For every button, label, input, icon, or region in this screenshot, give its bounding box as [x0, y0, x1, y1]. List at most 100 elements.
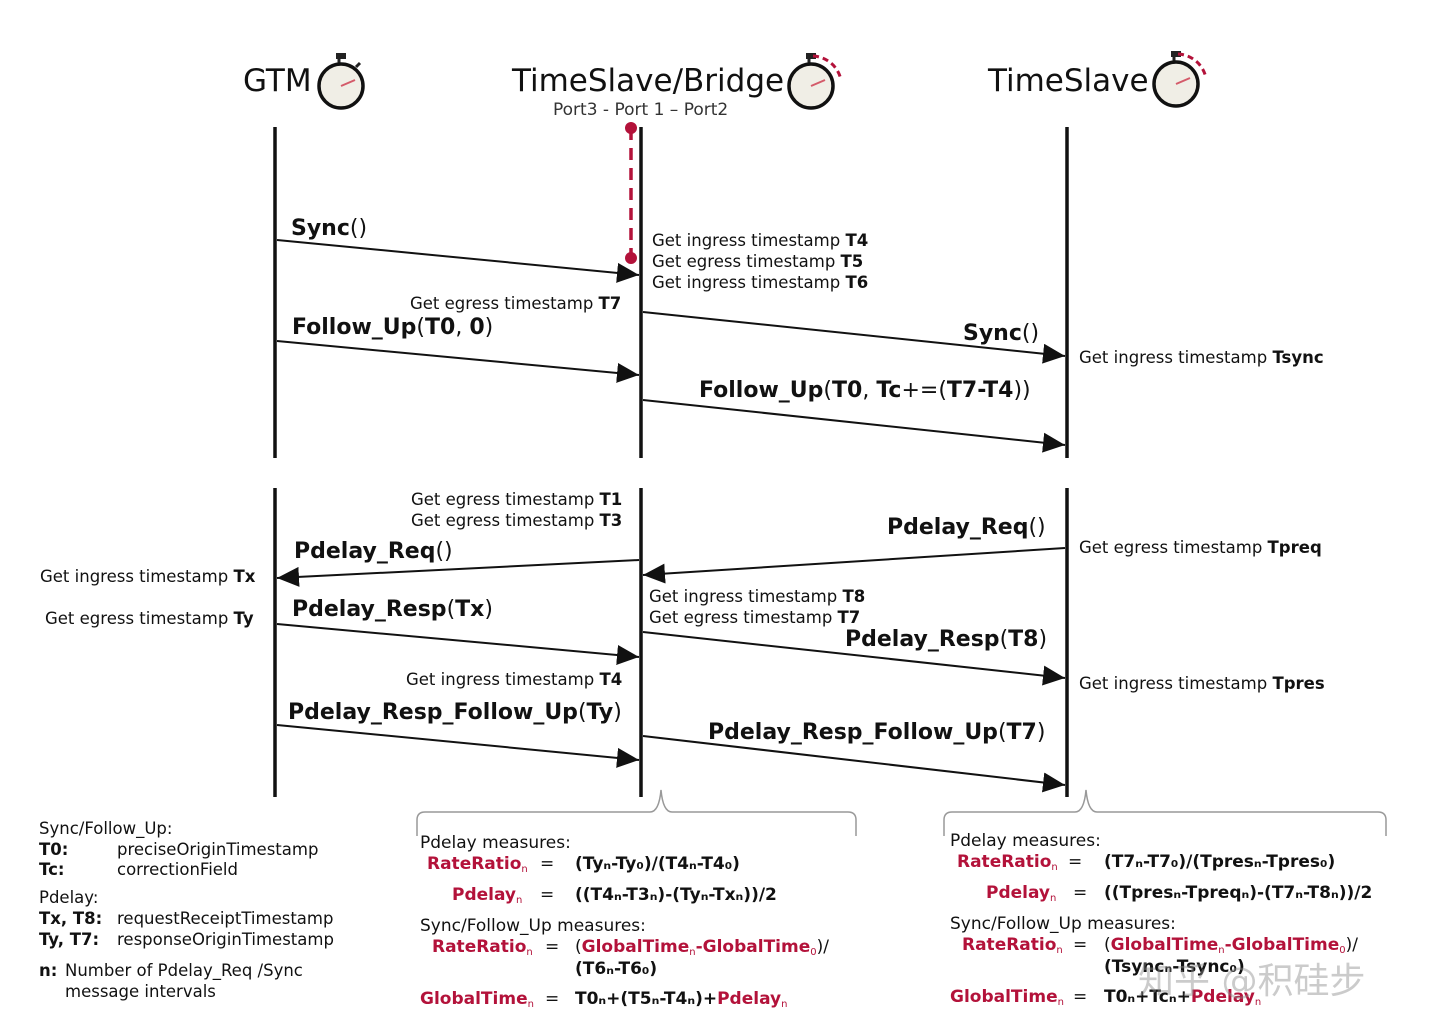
eq-sub: 0 [810, 947, 817, 958]
msg-sep: , [862, 378, 877, 403]
eq-sub: n [527, 999, 534, 1010]
legend-txt8-key: Tx, T8: [39, 909, 103, 928]
eq-term: Pdelay [717, 989, 782, 1009]
eq-sub: n [1057, 997, 1064, 1008]
ts-key: T4 [845, 231, 869, 250]
residence-end-dot [625, 252, 637, 264]
eq-term: GlobalTime [702, 937, 811, 957]
msg-paren: ( [823, 378, 832, 403]
bridge-rateratio-label: RateRation [427, 856, 528, 875]
sync-label-right: Sync() [963, 323, 1039, 345]
eq-term: T0ₙ+Tcₙ+ [1104, 987, 1191, 1007]
slave-pdelay-measures-title: Pdelay measures: [950, 831, 1101, 851]
ts-key: T1 [599, 490, 623, 509]
pdelay-resp-arrow-bridge-slave [642, 631, 1066, 686]
ts-key: Tsync [1272, 348, 1324, 367]
pdelay-req-label-left: Pdelay_Req() [294, 541, 453, 563]
msg-name: Pdelay_Req [294, 539, 436, 564]
eq-label: Pdelay [986, 883, 1051, 903]
pdelay-rfu-arrow-bridge-slave [642, 735, 1066, 793]
legend-txt8-val: requestReceiptTimestamp [117, 909, 334, 928]
eq-label: RateRatio [427, 854, 522, 874]
pdelay-rfu-arrow-gtm-bridge [276, 724, 640, 768]
msg-arg: Tx [455, 597, 485, 622]
bridge-pdelay-label: Pdelayn [452, 887, 522, 906]
slave-stopwatch-icon [1152, 51, 1208, 108]
msg-arg: 0 [469, 315, 485, 340]
eq-sub: n [1050, 893, 1057, 904]
ts-key: T7 [598, 294, 622, 313]
ts-ingress-t8: Get ingress timestamp T8 [649, 588, 865, 606]
ts-key: T7 [837, 608, 861, 627]
ts-key: Tx [233, 567, 256, 586]
bridge-globaltime-eq: = [545, 989, 560, 1009]
eq-sub: 0 [1339, 945, 1346, 956]
msg-arg: T0 [831, 378, 863, 403]
ts-ingress-t4: Get ingress timestamp T4 [652, 231, 869, 250]
msg-args: () [435, 539, 453, 564]
ts-egress-ty: Get egress timestamp Ty [45, 610, 254, 628]
slave-globaltime-expr: T0ₙ+Tcₙ+Pdelayn [1104, 989, 1261, 1008]
msg-args: () [1028, 515, 1046, 540]
eq-label: GlobalTime [420, 989, 528, 1009]
ts-ingress-t4-lower: Get ingress timestamp T4 [406, 670, 622, 689]
ts-ingress-tpres: Get ingress timestamp Tpres [1079, 674, 1325, 693]
msg-paren: ) [613, 700, 622, 725]
legend-tc-key: Tc: [39, 860, 65, 879]
eq-term: Pdelay [1190, 987, 1255, 1007]
slave-header: TimeSlave [988, 63, 1149, 99]
msg-arg: Ty [586, 700, 614, 725]
pdelay-resp-arrow-gtm-bridge [276, 623, 640, 665]
bridge-rr2-label: RateRation [432, 939, 533, 958]
pdelay-rfu-label-right: Pdelay_Resp_Follow_Up(T7) [708, 722, 1045, 744]
eq-sub: n [521, 864, 528, 875]
msg-arg: Tc [876, 378, 902, 403]
msg-op: +=( [901, 378, 947, 403]
ts-text: Get egress timestamp [411, 511, 595, 530]
msg-args: () [1021, 321, 1040, 346]
bridge-pdelay-measures-title: Pdelay measures: [420, 833, 571, 853]
ts-egress-tpreq: Get egress timestamp Tpreq [1079, 539, 1322, 557]
ts-text: Get egress timestamp [410, 294, 594, 313]
legend-pdelay-title: Pdelay: [39, 888, 99, 907]
bridge-pdelay-expr: ((T4ₙ-T3ₙ)-(Tyₙ-Txₙ))/2 [575, 885, 777, 905]
eq-sub: n [1056, 945, 1063, 956]
bridge-globaltime-label: GlobalTimen [420, 991, 534, 1010]
msg-paren: ( [577, 700, 587, 725]
eq-term: GlobalTime [1110, 935, 1219, 955]
followup-arrow-gtm-bridge [276, 340, 640, 383]
ts-text: Get ingress timestamp [40, 567, 229, 586]
msg-arg: T8 [1008, 627, 1039, 652]
pdelay-req-arrow-bridge-gtm [276, 559, 640, 587]
eq-label: GlobalTime [950, 987, 1058, 1007]
eq-sub: n [516, 895, 523, 906]
bridge-ports-label: Port3 - Port 1 – Port2 [553, 100, 729, 120]
ts-egress-t7-upper: Get egress timestamp T7 [410, 294, 622, 313]
ts-text: Get ingress timestamp [1079, 348, 1268, 367]
slave-rr2-expr-line2: (Tsyncₙ-Tsync₀) [1104, 957, 1245, 977]
slave-globaltime-label: GlobalTimen [950, 989, 1064, 1008]
legend-tyt7-val: responseOriginTimestamp [117, 930, 334, 949]
msg-name: Sync [291, 216, 350, 241]
ts-text: Get ingress timestamp [406, 670, 595, 689]
msg-name: Follow_Up [292, 315, 417, 340]
legend-n-val-line1: Number of Pdelay_Req /Sync [65, 961, 303, 980]
ts-text: Get egress timestamp [652, 252, 836, 271]
bridge-rr2-expr-line2: (T6ₙ-T6₀) [575, 959, 658, 979]
slave-pdelay-expr: ((Tpresₙ-Tpreqₙ)-(T7ₙ-T8ₙ))/2 [1104, 883, 1373, 903]
eq-label: Pdelay [452, 885, 517, 905]
legend-n-key: n: [39, 961, 58, 980]
pdelay-req-arrow-slave-bridge [642, 547, 1066, 584]
eq-label: RateRatio [432, 937, 527, 957]
msg-name: Pdelay_Req [887, 515, 1029, 540]
msg-name: Pdelay_Resp_Follow_Up [708, 720, 998, 745]
legend-n-val-line2: message intervals [65, 982, 216, 1001]
eq-term: T0ₙ+(T5ₙ-T4ₙ)+ [575, 989, 718, 1009]
slave-rr2-eq: = [1073, 935, 1088, 955]
ts-text: Get ingress timestamp [1079, 674, 1268, 693]
slave-rateratio-eq: = [1068, 852, 1083, 872]
ts-text: Get ingress timestamp [652, 231, 841, 250]
pdelay-rfu-label-left: Pdelay_Resp_Follow_Up(Ty) [288, 702, 622, 724]
eq-label: RateRatio [962, 935, 1057, 955]
legend-t0-val: preciseOriginTimestamp [117, 840, 319, 859]
